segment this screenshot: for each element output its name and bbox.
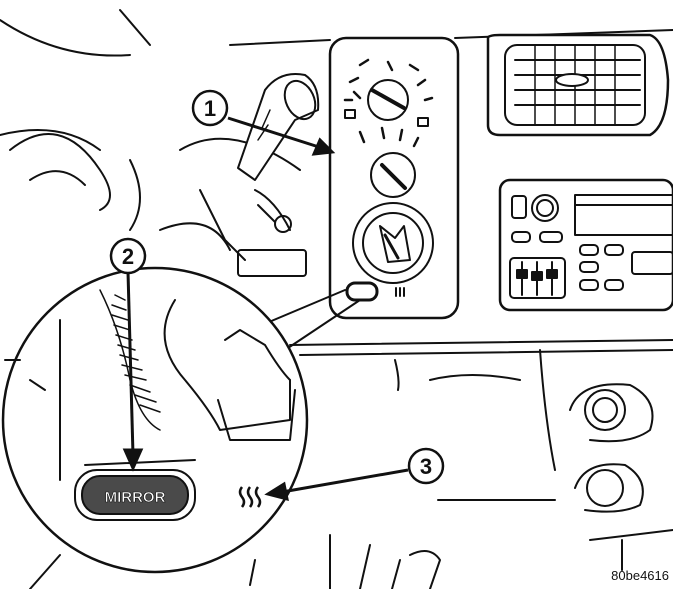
callout-2-number: 2 bbox=[122, 244, 134, 269]
callout-1-number: 1 bbox=[204, 96, 216, 121]
air-vent bbox=[488, 35, 668, 135]
multifunction-stalk bbox=[238, 74, 321, 180]
figure-id: 80be4616 bbox=[611, 568, 669, 583]
magnified-view bbox=[3, 268, 307, 572]
arrow-3 bbox=[282, 470, 408, 492]
lower-dashboard bbox=[290, 340, 673, 570]
callout-3-number: 3 bbox=[420, 454, 432, 479]
callout-2: 2 bbox=[111, 239, 145, 273]
heater-ac-control-panel bbox=[330, 38, 458, 318]
callout-1: 1 bbox=[193, 91, 227, 125]
callout-3: 3 bbox=[409, 449, 443, 483]
mirror-heater-switch: MIRROR bbox=[75, 470, 195, 520]
radio bbox=[500, 180, 673, 310]
mirror-button-label: MIRROR bbox=[105, 489, 166, 506]
